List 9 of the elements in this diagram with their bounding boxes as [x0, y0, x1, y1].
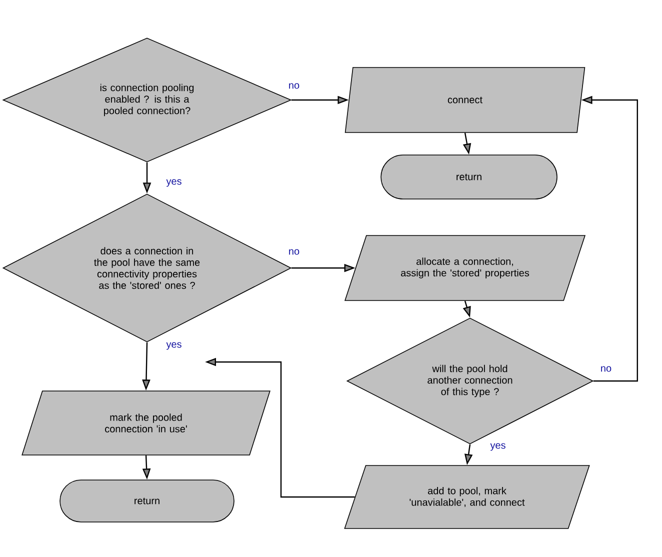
edge-label: yes: [165, 341, 183, 351]
process-parallelogram: mark the pooled connection 'in use': [22, 390, 270, 456]
edge-label: yes: [489, 442, 507, 452]
process-parallelogram: connect: [344, 67, 586, 133]
edge-label: no: [599, 365, 613, 373]
terminal-box: return: [60, 480, 234, 522]
terminal-box: return: [380, 154, 558, 200]
edge-label: yes: [165, 178, 183, 188]
process-parallelogram: add to pool, mark 'unavialable', and connect: [344, 465, 590, 529]
